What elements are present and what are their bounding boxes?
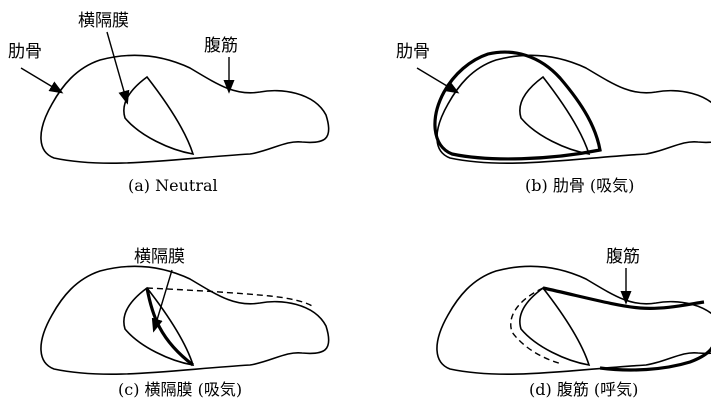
diaphragm-contour-d <box>520 288 589 365</box>
rib-arrow-a <box>21 68 61 92</box>
diaphragm-contracted-c <box>147 288 193 365</box>
torso-outline-a <box>41 55 329 163</box>
caption-a: (a) Neutral <box>128 176 218 195</box>
torso-outline-b <box>437 55 711 163</box>
diaphragm-contour-a <box>124 77 193 154</box>
label-rib-a: 肋骨 <box>8 42 42 62</box>
panel-d: 腹筋 (d) 腹筋 (呼気) <box>437 247 711 399</box>
rib-cage-expanded-b <box>435 52 600 159</box>
torso-outline-d <box>437 266 711 374</box>
panel-a: 肋骨 横隔膜 腹筋 (a) Neutral <box>8 11 329 195</box>
panel-b: 肋骨 (b) 肋骨 (吸気) <box>396 42 711 195</box>
label-rib-b: 肋骨 <box>396 42 430 62</box>
label-abdominal-d: 腹筋 <box>606 247 640 267</box>
label-diaphragm-a: 横隔膜 <box>78 11 129 31</box>
label-abdominal-a: 腹筋 <box>204 36 238 56</box>
caption-b: (b) 肋骨 (吸気) <box>525 176 634 195</box>
diaphragm-contour-b <box>520 77 589 154</box>
label-diaphragm-c: 横隔膜 <box>134 247 185 267</box>
caption-d: (d) 腹筋 (呼気) <box>529 380 638 399</box>
diaphragm-arrow-a <box>107 32 127 102</box>
caption-c: (c) 横隔膜 (吸気) <box>118 380 242 399</box>
panel-c: 横隔膜 (c) 横隔膜 (吸気) <box>41 247 329 399</box>
